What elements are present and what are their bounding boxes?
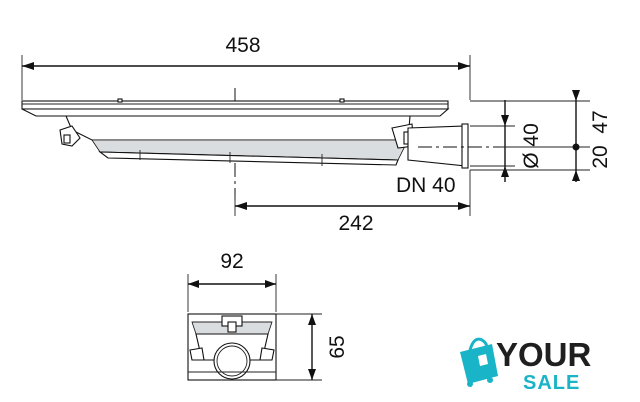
label-outlet-diameter: Ø 40 xyxy=(520,123,543,169)
yoursale-logo: YOUR SALE xyxy=(460,336,592,394)
side-view: 458 xyxy=(21,34,612,235)
outlet-pipe xyxy=(407,123,500,169)
label-channel-width: 92 xyxy=(220,250,243,273)
channel-body xyxy=(59,115,415,166)
dimension-channel-height: 65 xyxy=(276,313,349,381)
label-channel-height: 65 xyxy=(326,335,349,358)
dimension-outlet-diameter: Ø 40 xyxy=(470,100,543,182)
logo-word-main: YOUR xyxy=(496,336,592,373)
dimension-outlet-length: 242 xyxy=(234,170,471,235)
end-view: 92 65 xyxy=(187,250,349,381)
label-overall-length: 458 xyxy=(225,34,260,57)
dimension-channel-width: 92 xyxy=(187,250,277,312)
dimension-overall-length: 458 xyxy=(21,34,471,100)
label-outlet-standard: DN 40 xyxy=(396,174,456,197)
label-outlet-length: 242 xyxy=(338,212,373,235)
logo-word-sub: SALE xyxy=(523,372,580,394)
shopping-bag-icon xyxy=(460,337,498,387)
grate-plate xyxy=(21,98,450,117)
label-outlet-center-height: 20 xyxy=(589,145,612,168)
label-total-height: 47 xyxy=(589,110,612,133)
dimension-heights: 47 20 xyxy=(470,90,612,182)
